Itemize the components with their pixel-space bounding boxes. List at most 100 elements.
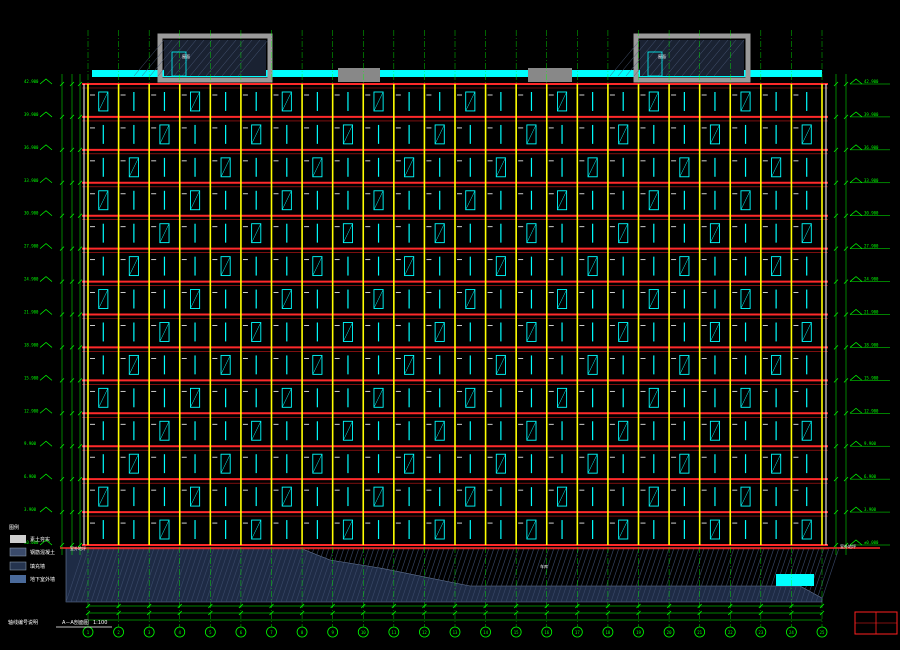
- window-opening: [312, 354, 323, 375]
- axis-bubble: [449, 626, 461, 638]
- hatch-line: [300, 547, 320, 603]
- hatch-line: [575, 547, 595, 603]
- door-swing-line: [465, 289, 476, 309]
- window-opening: [159, 519, 170, 540]
- hatch-line: [505, 547, 525, 603]
- hatch-line: [730, 547, 750, 603]
- window-opening: [98, 486, 109, 507]
- hatch-line: [350, 547, 370, 603]
- hatch-line: [755, 547, 775, 603]
- level-dimension-tick: [833, 509, 839, 515]
- window-opening: [526, 124, 537, 145]
- level-dimension-tick: [69, 443, 75, 449]
- dimension-tick: [758, 603, 764, 609]
- door-swing-line: [281, 91, 292, 112]
- level-dimension-tick: [59, 279, 65, 284]
- door-swing-line: [312, 157, 323, 177]
- hatch-line: [510, 547, 530, 603]
- window-opening: [220, 453, 231, 474]
- window-opening: [434, 519, 445, 540]
- level-dimension-tick: [843, 81, 849, 87]
- hatch-line: [225, 547, 245, 603]
- hatch-line: [485, 547, 505, 603]
- axis-label: 14: [483, 630, 488, 635]
- roof-hatch-line: [681, 39, 713, 77]
- level-dimension-tick: [77, 279, 83, 284]
- door-swing-line: [404, 355, 414, 375]
- hatch-line: [140, 547, 160, 603]
- door-swing-line: [587, 256, 598, 276]
- hatch-line: [75, 547, 95, 603]
- level-triangle-right: [849, 144, 863, 151]
- dimension-tick: [758, 610, 764, 616]
- hatch-line: [155, 547, 175, 603]
- window-opening: [557, 190, 568, 211]
- hatch-line: [745, 547, 765, 603]
- level-dimension-tick: [833, 81, 839, 87]
- roof-parapet: [92, 70, 822, 77]
- door-swing-line: [618, 519, 629, 540]
- hatch-line: [805, 547, 825, 603]
- dimension-tick: [422, 610, 427, 616]
- hatch-line: [70, 547, 90, 603]
- level-dimension-tick: [843, 180, 849, 186]
- hatch-line: [815, 547, 835, 603]
- axis-bubble: [663, 626, 675, 638]
- door-swing-line: [648, 388, 659, 408]
- hatch-line: [360, 547, 380, 603]
- door-swing-line: [373, 91, 384, 112]
- door-swing-line: [190, 190, 200, 210]
- level-dimension-tick: [59, 180, 65, 186]
- window-opening: [190, 486, 201, 507]
- door-swing-line: [648, 289, 659, 309]
- hatch-line: [355, 547, 375, 603]
- basement-cyan-block: [776, 574, 814, 586]
- door-swing-line: [526, 223, 537, 243]
- window-opening: [679, 354, 690, 375]
- door-swing-line: [587, 355, 598, 375]
- dimension-tick: [238, 610, 244, 616]
- hatch-line: [95, 547, 115, 603]
- window-opening: [618, 519, 629, 540]
- level-label-right: 12.900: [864, 408, 879, 413]
- legend-label-infill: 填充墙: [30, 563, 45, 570]
- window-opening: [251, 223, 262, 244]
- dimension-tick: [789, 603, 794, 609]
- dimension-tick: [177, 610, 183, 616]
- window-opening: [557, 387, 568, 408]
- door-swing-line: [98, 388, 109, 408]
- hatch-line: [375, 547, 395, 603]
- hatch-line: [565, 547, 585, 603]
- hatch-line: [465, 547, 485, 603]
- door-swing-line: [740, 91, 751, 112]
- window-opening: [281, 190, 292, 211]
- level-dimension-tick: [833, 180, 839, 186]
- window-opening: [312, 453, 323, 474]
- hatch-line: [85, 547, 105, 603]
- room-label: 车库: [540, 563, 548, 569]
- hatch-line: [345, 547, 365, 603]
- hatch-line: [255, 547, 275, 603]
- roof-stair-head: [338, 68, 380, 82]
- window-opening: [465, 387, 476, 408]
- legend-swatch-soil: [10, 535, 26, 543]
- door-swing-line: [220, 355, 231, 375]
- roof-hatch-line: [157, 39, 189, 77]
- hatch-line: [580, 547, 600, 603]
- dimension-tick: [360, 610, 366, 616]
- window-opening: [740, 289, 751, 309]
- door-swing-line: [220, 157, 231, 177]
- window-opening: [281, 387, 292, 408]
- axis-bubble: [480, 626, 491, 638]
- door-swing-line: [526, 322, 537, 342]
- hatch-line: [695, 547, 715, 603]
- axis-label: 25: [820, 630, 825, 635]
- level-dimension-tick: [843, 246, 849, 251]
- dimension-tick: [330, 610, 335, 616]
- window-opening: [465, 289, 476, 309]
- door-swing-line: [496, 454, 506, 474]
- level-dimension-tick: [77, 542, 83, 548]
- hatch-line: [440, 547, 460, 603]
- level-dimension-tick: [77, 509, 83, 515]
- dimension-tick: [238, 603, 244, 609]
